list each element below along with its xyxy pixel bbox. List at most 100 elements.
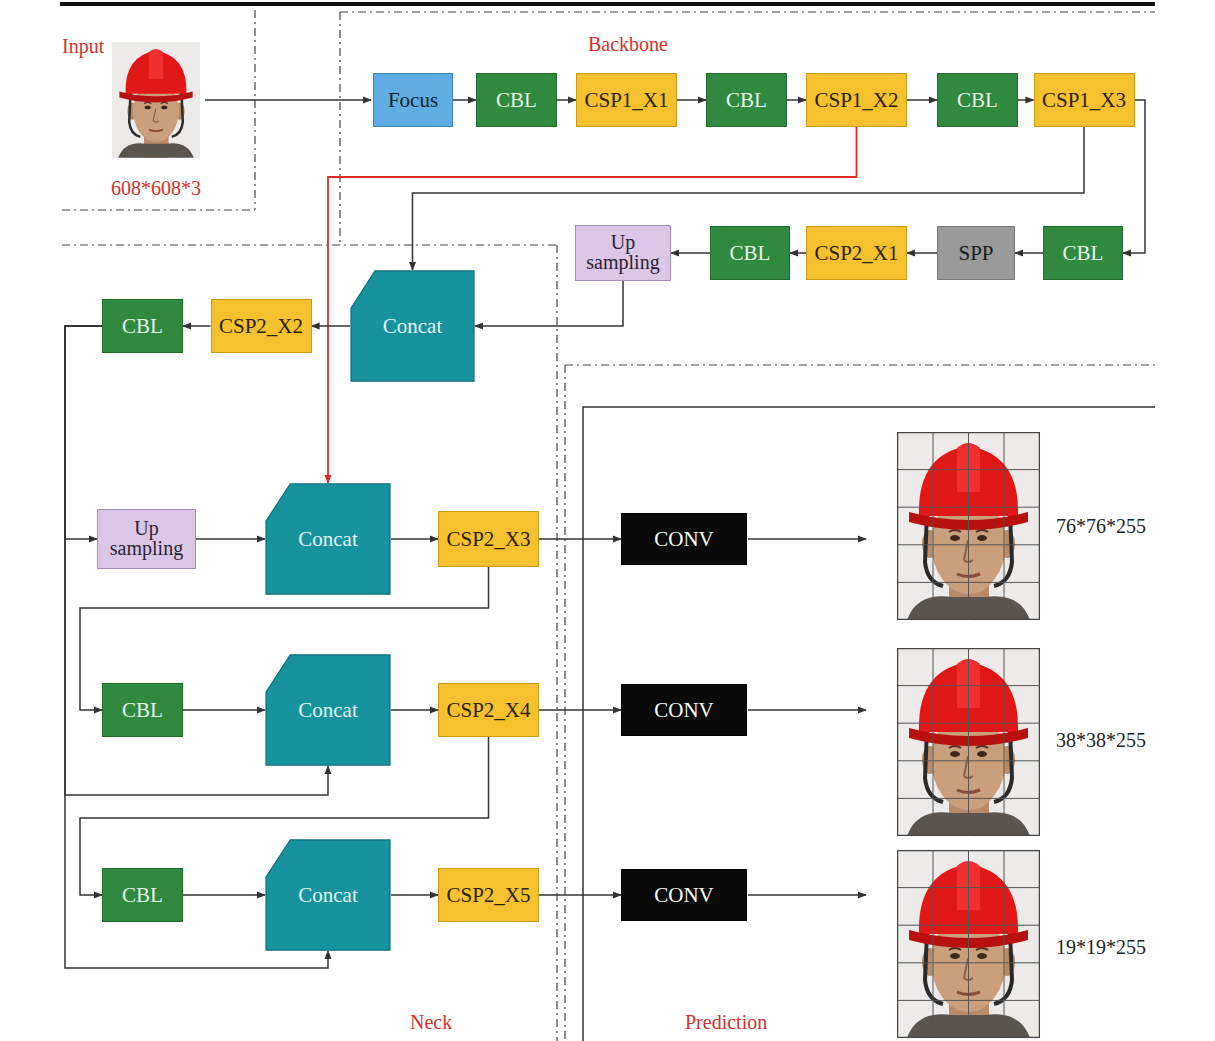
neck-region-border (62, 245, 557, 1041)
region-label: Prediction (685, 1012, 767, 1032)
concat-shape (266, 655, 390, 765)
block-label: Concat (296, 885, 359, 906)
flow-arrow (391, 538, 438, 540)
concat-shape (266, 484, 390, 594)
block-label: CSP1_X2 (812, 90, 900, 111)
block-label: CSP1_X3 (1040, 90, 1128, 111)
top-rule (60, 2, 1155, 6)
prediction-panel (583, 407, 1155, 1041)
concat-block: Concat (265, 654, 391, 766)
region-label: Backbone (588, 34, 668, 54)
cbl-block: CBL (476, 73, 557, 127)
flow-arrow (671, 252, 710, 254)
block-label: CONV (652, 700, 716, 721)
concat-block: Concat (265, 839, 391, 951)
block-label: CBL (728, 243, 773, 264)
flow-arrow (196, 538, 265, 540)
conv-block: CONV (621, 684, 747, 736)
flow-arrow (539, 538, 621, 540)
region-label: Neck (410, 1012, 452, 1032)
input-region-border (62, 10, 255, 210)
csp-block: CSP2_X2 (211, 299, 312, 353)
csp-block: CSP1_X1 (576, 73, 677, 127)
flow-arrow (539, 709, 621, 711)
cbl-block: CBL (102, 683, 183, 737)
block-label: CSP2_X3 (444, 529, 532, 550)
block-label: CBL (120, 885, 165, 906)
block-label: CBL (955, 90, 1000, 111)
flow-arrow (328, 127, 857, 483)
block-label: Concat (296, 700, 359, 721)
flow-arrow (312, 325, 351, 327)
concat-block: Concat (265, 483, 391, 595)
flow-arrow (539, 894, 621, 896)
focus-block: Focus (373, 73, 453, 127)
input-size-label: 608*608*3 (111, 178, 201, 198)
block-label: Focus (386, 90, 440, 111)
cbl-block: CBL (706, 73, 787, 127)
block-label: Up sampling (576, 233, 670, 272)
backbone-region-border (340, 12, 1155, 245)
prediction-region-border (565, 365, 1155, 1041)
flow-arrow (790, 252, 806, 254)
block-label: CSP2_X2 (217, 316, 305, 337)
dimension-label: 19*19*255 (1056, 937, 1146, 957)
cbl-block: CBL (710, 226, 790, 280)
flow-arrow (391, 894, 438, 896)
cbl-block: CBL (102, 299, 183, 353)
block-label: CBL (120, 700, 165, 721)
concat-shape (266, 840, 390, 950)
input-arrow (205, 99, 371, 101)
flow-arrow (907, 99, 937, 101)
spp-block: SPP (937, 226, 1015, 280)
flow-arrow (787, 99, 806, 101)
block-label: SPP (956, 243, 995, 264)
block-label: CSP1_X1 (582, 90, 670, 111)
block-label: CBL (494, 90, 539, 111)
flow-arrow (391, 709, 438, 711)
flow-arrow (183, 894, 265, 896)
cbl-block: CBL (1043, 226, 1123, 280)
upsampling-block: Up sampling (575, 225, 671, 281)
output-image (897, 850, 1040, 1038)
concat-shape (351, 271, 474, 381)
block-label: Concat (296, 529, 359, 550)
block-label: Concat (381, 316, 444, 337)
cbl-block: CBL (937, 73, 1018, 127)
input-image (112, 42, 200, 158)
concat-block: Concat (350, 270, 475, 382)
csp-block: CSP1_X3 (1034, 73, 1135, 127)
output-image (897, 648, 1040, 836)
conv-block: CONV (621, 869, 747, 921)
flow-arrow (1015, 252, 1043, 254)
flow-arrow (907, 252, 937, 254)
output-arrows (748, 539, 866, 895)
block-label: Up sampling (98, 519, 195, 558)
flow-arrow (413, 127, 1085, 270)
cbl-block: CBL (102, 868, 183, 922)
region-borders (62, 10, 1155, 1041)
csp-block: CSP2_X5 (438, 868, 539, 922)
flow-arrow (183, 709, 265, 711)
block-label: CBL (724, 90, 769, 111)
block-label: CSP2_X4 (444, 700, 532, 721)
block-label: CONV (652, 885, 716, 906)
output-image (897, 432, 1040, 620)
region-label: Input (62, 36, 104, 56)
flow-arrow (557, 99, 576, 101)
flow-arrow (453, 99, 476, 101)
block-label: CSP2_X5 (444, 885, 532, 906)
block-label: CBL (1061, 243, 1106, 264)
flow-arrow (65, 326, 102, 539)
flow-arrow (677, 99, 706, 101)
block-label: CBL (120, 316, 165, 337)
dimension-label: 38*38*255 (1056, 730, 1146, 750)
flow-arrow (183, 325, 211, 327)
upsampling-block: Up sampling (97, 509, 196, 569)
conv-block: CONV (621, 513, 747, 565)
csp-block: CSP2_X3 (438, 511, 539, 567)
flow-arrow (475, 281, 623, 326)
block-label: CSP2_X1 (812, 243, 900, 264)
csp-block: CSP1_X2 (806, 73, 907, 127)
